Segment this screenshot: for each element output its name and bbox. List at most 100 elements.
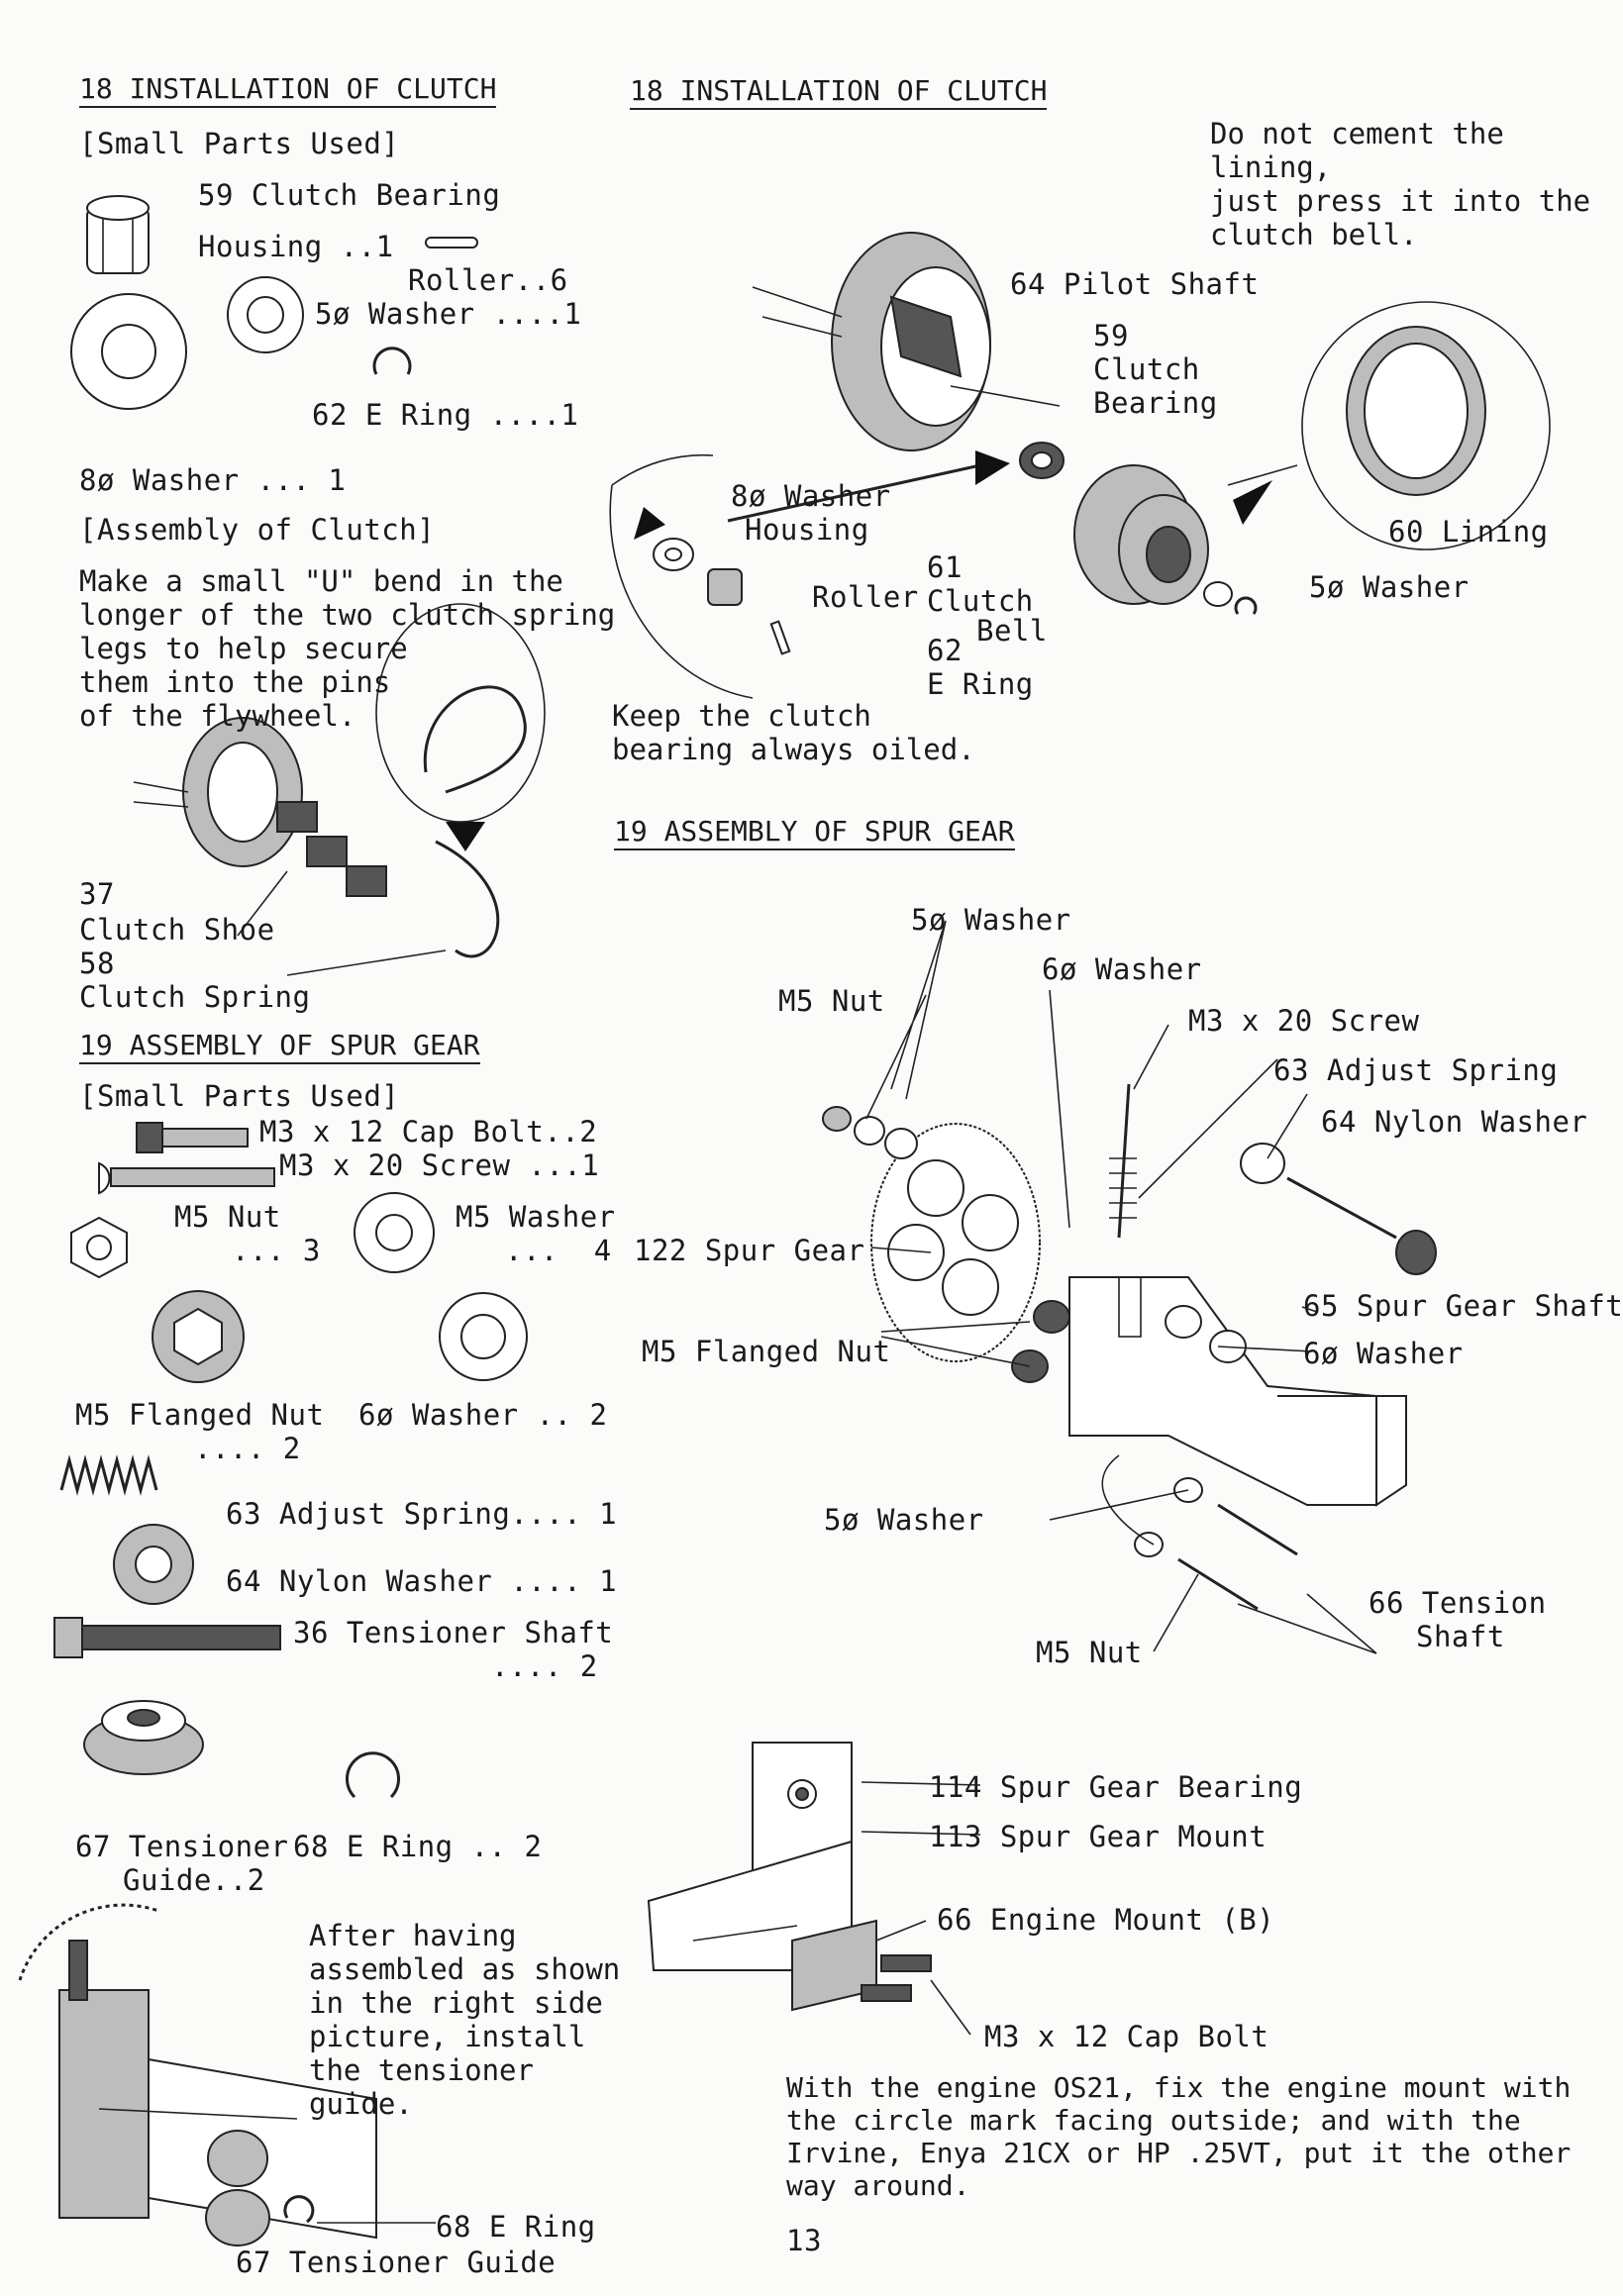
part-58-number: 58: [79, 947, 115, 980]
lining-label: 60 Lining: [1388, 515, 1549, 549]
washer-50-icon: [227, 276, 304, 353]
e-ring-part-icon: [1234, 596, 1258, 615]
roller-icon: [425, 237, 478, 249]
spur-gear-label: 122 Spur Gear: [634, 1234, 865, 1267]
washer-50-part-icon: [1203, 581, 1233, 607]
lining-detail-icon: [1227, 301, 1551, 550]
part-62-number: 62: [927, 634, 963, 667]
washer-60-icon: [439, 1292, 528, 1381]
clutch-shoe-label: Clutch Shoe: [79, 913, 275, 947]
tensioner-assembly-icon: [18, 1903, 377, 2246]
arrow-icon: [446, 822, 485, 851]
spur-gear-bearing-label: 114 Spur Gear Bearing: [929, 1770, 1303, 1804]
clutch-instructions: Make a small "U" bend in the longer of t…: [79, 564, 616, 733]
tensioner-shaft-qty: .... 2: [491, 1649, 598, 1683]
housing-icon: [86, 195, 150, 274]
part-59-label: 59 Clutch Bearing: [198, 178, 501, 212]
adjust-screw-icon: [1109, 1083, 1137, 1239]
nylon-washer-spur-label: 64 Nylon Washer: [1321, 1105, 1588, 1139]
m5-nut-label: M5 Nut: [174, 1200, 281, 1234]
washer-60-label: 6ø Washer .. 2: [358, 1398, 608, 1432]
e-ring-label: 62 E Ring ....1: [312, 398, 579, 432]
m5-nut-icon: [70, 1216, 128, 1279]
tension-label: 66 Tension: [1369, 1586, 1547, 1620]
washer-50-right-label: 5ø Washer: [1309, 570, 1470, 604]
small-parts-label: [Small Parts Used]: [79, 127, 400, 160]
washer-80-right-label: 8ø Washer: [731, 479, 891, 513]
flanged-nut-icon: [152, 1290, 245, 1383]
cap-bolt-icon: [136, 1122, 249, 1153]
tension-shafts-icon: [1134, 1477, 1298, 1611]
roller-part-icon: [769, 620, 791, 655]
cap-bolt-label: M3 x 12 Cap Bolt..2: [259, 1115, 598, 1148]
washer-60-spur-label: 6ø Washer: [1042, 952, 1202, 986]
oil-note: Keep the clutch bearing always oiled.: [612, 699, 975, 766]
washer-60b-spur-label: 6ø Washer: [1303, 1337, 1464, 1370]
e-ring-68-label: 68 E Ring .. 2: [293, 1830, 543, 1863]
clutch-spring-icon: [423, 685, 527, 794]
e-ring-bottom-label: 68 E Ring: [436, 2210, 596, 2244]
tensioner-shaft-icon: [53, 1617, 281, 1658]
e-ring-icon: [372, 347, 412, 375]
nylon-washer-label: 64 Nylon Washer .... 1: [226, 1564, 618, 1598]
roller-right-label: Roller: [812, 580, 919, 614]
clutch-spring-label: Clutch Spring: [79, 980, 311, 1014]
roller-label: Roller..6: [408, 263, 568, 297]
adjust-spring-spur-label: 63 Adjust Spring: [1273, 1053, 1559, 1087]
clutch-bell-icon: [1073, 464, 1209, 605]
tensioner-guide-bottom-label: 67 Tensioner Guide: [236, 2246, 557, 2279]
bearing-label: Bearing: [1093, 386, 1218, 420]
lining-note: Do not cement the lining, just press it …: [1210, 117, 1591, 251]
housing-label: Housing ..1: [198, 230, 394, 263]
part-59-number: 59: [1093, 319, 1129, 352]
detail-circle-icon: [375, 603, 546, 823]
screw-label: M3 x 20 Screw ...1: [279, 1148, 600, 1182]
washer-50c-spur-label: 5ø Washer: [824, 1503, 984, 1537]
engine-mount-label: 66 Engine Mount (B): [937, 1903, 1275, 1937]
m5-washer-icon: [354, 1192, 435, 1273]
washer-80-icon: [70, 293, 187, 410]
m5-washer-qty: ... 4: [505, 1234, 612, 1267]
housing-part-icon: [707, 568, 743, 606]
spur-heading-left: 19 ASSEMBLY OF SPUR GEAR: [79, 1030, 480, 1064]
spur-heading-right: 19 ASSEMBLY OF SPUR GEAR: [614, 816, 1015, 850]
engine-mount-icon: [647, 1742, 932, 2012]
flanged-nut-spur-label: M5 Flanged Nut: [642, 1335, 891, 1368]
m5-nut-qty: ... 3: [232, 1234, 321, 1267]
adjust-spring-icon: [59, 1454, 158, 1496]
clutch-bearing-icon: [1019, 442, 1065, 479]
flanged-nut-label: M5 Flanged Nut: [75, 1398, 325, 1432]
e-ring-68-icon: [346, 1751, 400, 1799]
small-parts-label-2: [Small Parts Used]: [79, 1079, 400, 1113]
washer-50-label: 5ø Washer ....1: [315, 297, 582, 331]
clutch-heading-right: 18 INSTALLATION OF CLUTCH: [630, 75, 1048, 110]
tensioner-shaft-label: 36 Tensioner Shaft: [293, 1616, 614, 1649]
housing-right-label: Housing: [745, 513, 869, 547]
tensioner-label: 67 Tensioner: [75, 1830, 289, 1863]
tensioner-guide-icon: [83, 1700, 204, 1775]
pilot-shaft-label: 64 Pilot Shaft: [1010, 267, 1260, 301]
cap-bolt-bottom-label: M3 x 12 Cap Bolt: [984, 2020, 1269, 2053]
washer-50-spur-label: 5ø Washer: [911, 903, 1071, 937]
m5-nut-spur-label: M5 Nut: [778, 984, 885, 1018]
part-61-number: 61: [927, 550, 963, 584]
m5-washer-label: M5 Washer: [456, 1200, 616, 1234]
adjust-spring-label: 63 Adjust Spring.... 1: [226, 1497, 618, 1531]
clutch-heading-left: 18 INSTALLATION OF CLUTCH: [79, 73, 497, 108]
page-number: 13: [786, 2224, 822, 2257]
flywheel-icon: [133, 717, 387, 897]
tension-shaft-label: Shaft: [1416, 1620, 1505, 1653]
spur-gear-icon: [870, 1123, 1041, 1362]
flanged-nut-qty: .... 2: [194, 1432, 301, 1465]
clutch-bell-label: Clutch: [927, 584, 1034, 618]
screw-icon: [98, 1161, 275, 1195]
engine-note: With the engine OS21, fix the engine mou…: [786, 2071, 1572, 2202]
assembly-label: [Assembly of Clutch]: [79, 513, 436, 547]
after-instructions: After having assembled as shown in the r…: [309, 1919, 621, 2121]
screw-spur-label: M3 x 20 Screw: [1188, 1004, 1420, 1038]
nylon-washer-icon: [113, 1524, 194, 1605]
spur-gear-mount-label: 113 Spur Gear Mount: [929, 1820, 1268, 1853]
spur-gear-shaft-label: 65 Spur Gear Shaft: [1303, 1289, 1623, 1323]
guide-label: Guide..2: [123, 1863, 265, 1897]
